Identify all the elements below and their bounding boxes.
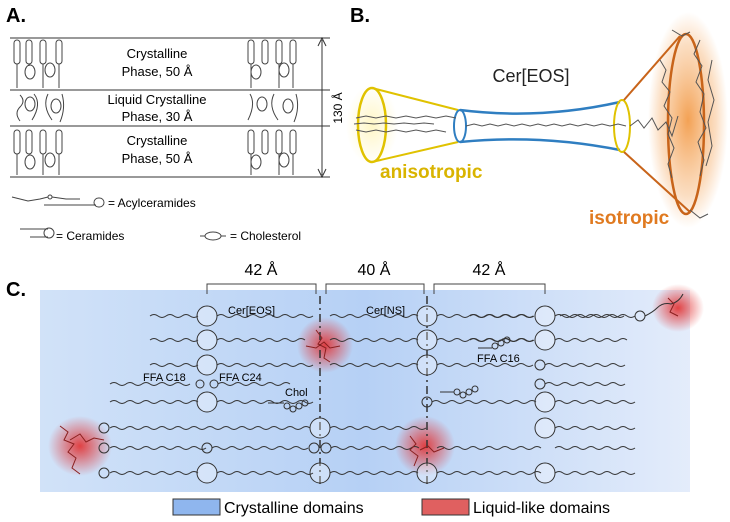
- crystalline-background: [40, 290, 690, 492]
- disordered-chains: [59, 297, 679, 475]
- panel-c: C. 42 Å 40 Å 42 Å: [6, 260, 704, 517]
- liquid-domain-3: [395, 416, 455, 476]
- phase-mid-line1: Liquid Crystalline: [108, 92, 207, 107]
- phase-top-line1: Crystalline: [127, 46, 188, 61]
- left-lipid-stack: [13, 39, 65, 175]
- liquid-domain-4: [652, 284, 704, 332]
- core-top-edge: [459, 100, 621, 115]
- legend-cholesterol: = Cholesterol: [230, 229, 301, 243]
- label-cer-eos: Cer[EOS]: [228, 305, 275, 317]
- anisotropic-label: anisotropic: [380, 162, 483, 183]
- molecule-chains: [353, 29, 715, 219]
- lipid-lattice: [98, 293, 684, 484]
- panel-c-label: C.: [6, 279, 26, 301]
- anisotropic-cone: [371, 87, 459, 163]
- liquid-domain-1: [297, 317, 353, 373]
- right-lipid-stack: [247, 39, 299, 175]
- acylceramide-icon: [11, 194, 105, 208]
- molecule-label: Cer[EOS]: [492, 66, 569, 86]
- bilayer-dividers: [319, 296, 428, 488]
- spacing-2: 40 Å: [358, 260, 391, 279]
- core-bottom-edge: [459, 138, 621, 152]
- panel-b-label: B.: [350, 5, 370, 27]
- label-chol: Chol: [285, 387, 308, 399]
- isotropic-glow: [648, 12, 728, 228]
- crystalline-legend-swatch: [172, 498, 221, 516]
- label-ffa-c16: FFA C16: [477, 353, 520, 365]
- thickness-arrow: [317, 36, 327, 179]
- core-ellipse-right: [613, 99, 631, 153]
- anisotropic-glow: [346, 85, 398, 165]
- spacing-1: 42 Å: [245, 260, 278, 279]
- total-thickness-label: 130 Å: [330, 92, 345, 123]
- legend-crystalline: Crystalline domains: [224, 500, 364, 517]
- panel-a-label: A.: [6, 5, 26, 27]
- ceramide-icon: [20, 227, 55, 239]
- liquid-legend-swatch: [421, 498, 470, 516]
- phase-bot-line2: Phase, 50 Å: [122, 151, 193, 166]
- phase-bot-line1: Crystalline: [127, 133, 188, 148]
- core-ellipse-left: [453, 109, 467, 143]
- legend-liquid: Liquid-like domains: [473, 500, 610, 517]
- legend-ceramides: = Ceramides: [56, 229, 124, 243]
- anisotropic-ellipse: [356, 86, 388, 164]
- label-ffa-c18: FFA C18: [143, 372, 186, 384]
- liquid-domain-2: [48, 416, 112, 476]
- panel-b: B. Cer[EOS] anisotropic isotropic: [346, 5, 728, 229]
- label-ffa-c24: FFA C24: [219, 372, 262, 384]
- phase-top-line2: Phase, 50 Å: [122, 64, 193, 79]
- cholesterol-icon: [200, 231, 226, 241]
- label-cer-ns: Cer[NS]: [366, 305, 405, 317]
- phase-mid-line2: Phase, 30 Å: [122, 109, 193, 124]
- isotropic-label: isotropic: [589, 208, 670, 229]
- legend-acylceramides: = Acylceramides: [108, 196, 196, 210]
- panel-a: A.: [6, 5, 345, 243]
- spacing-brackets: [206, 283, 546, 294]
- isotropic-cone: [623, 35, 691, 213]
- spacing-3: 42 Å: [473, 260, 506, 279]
